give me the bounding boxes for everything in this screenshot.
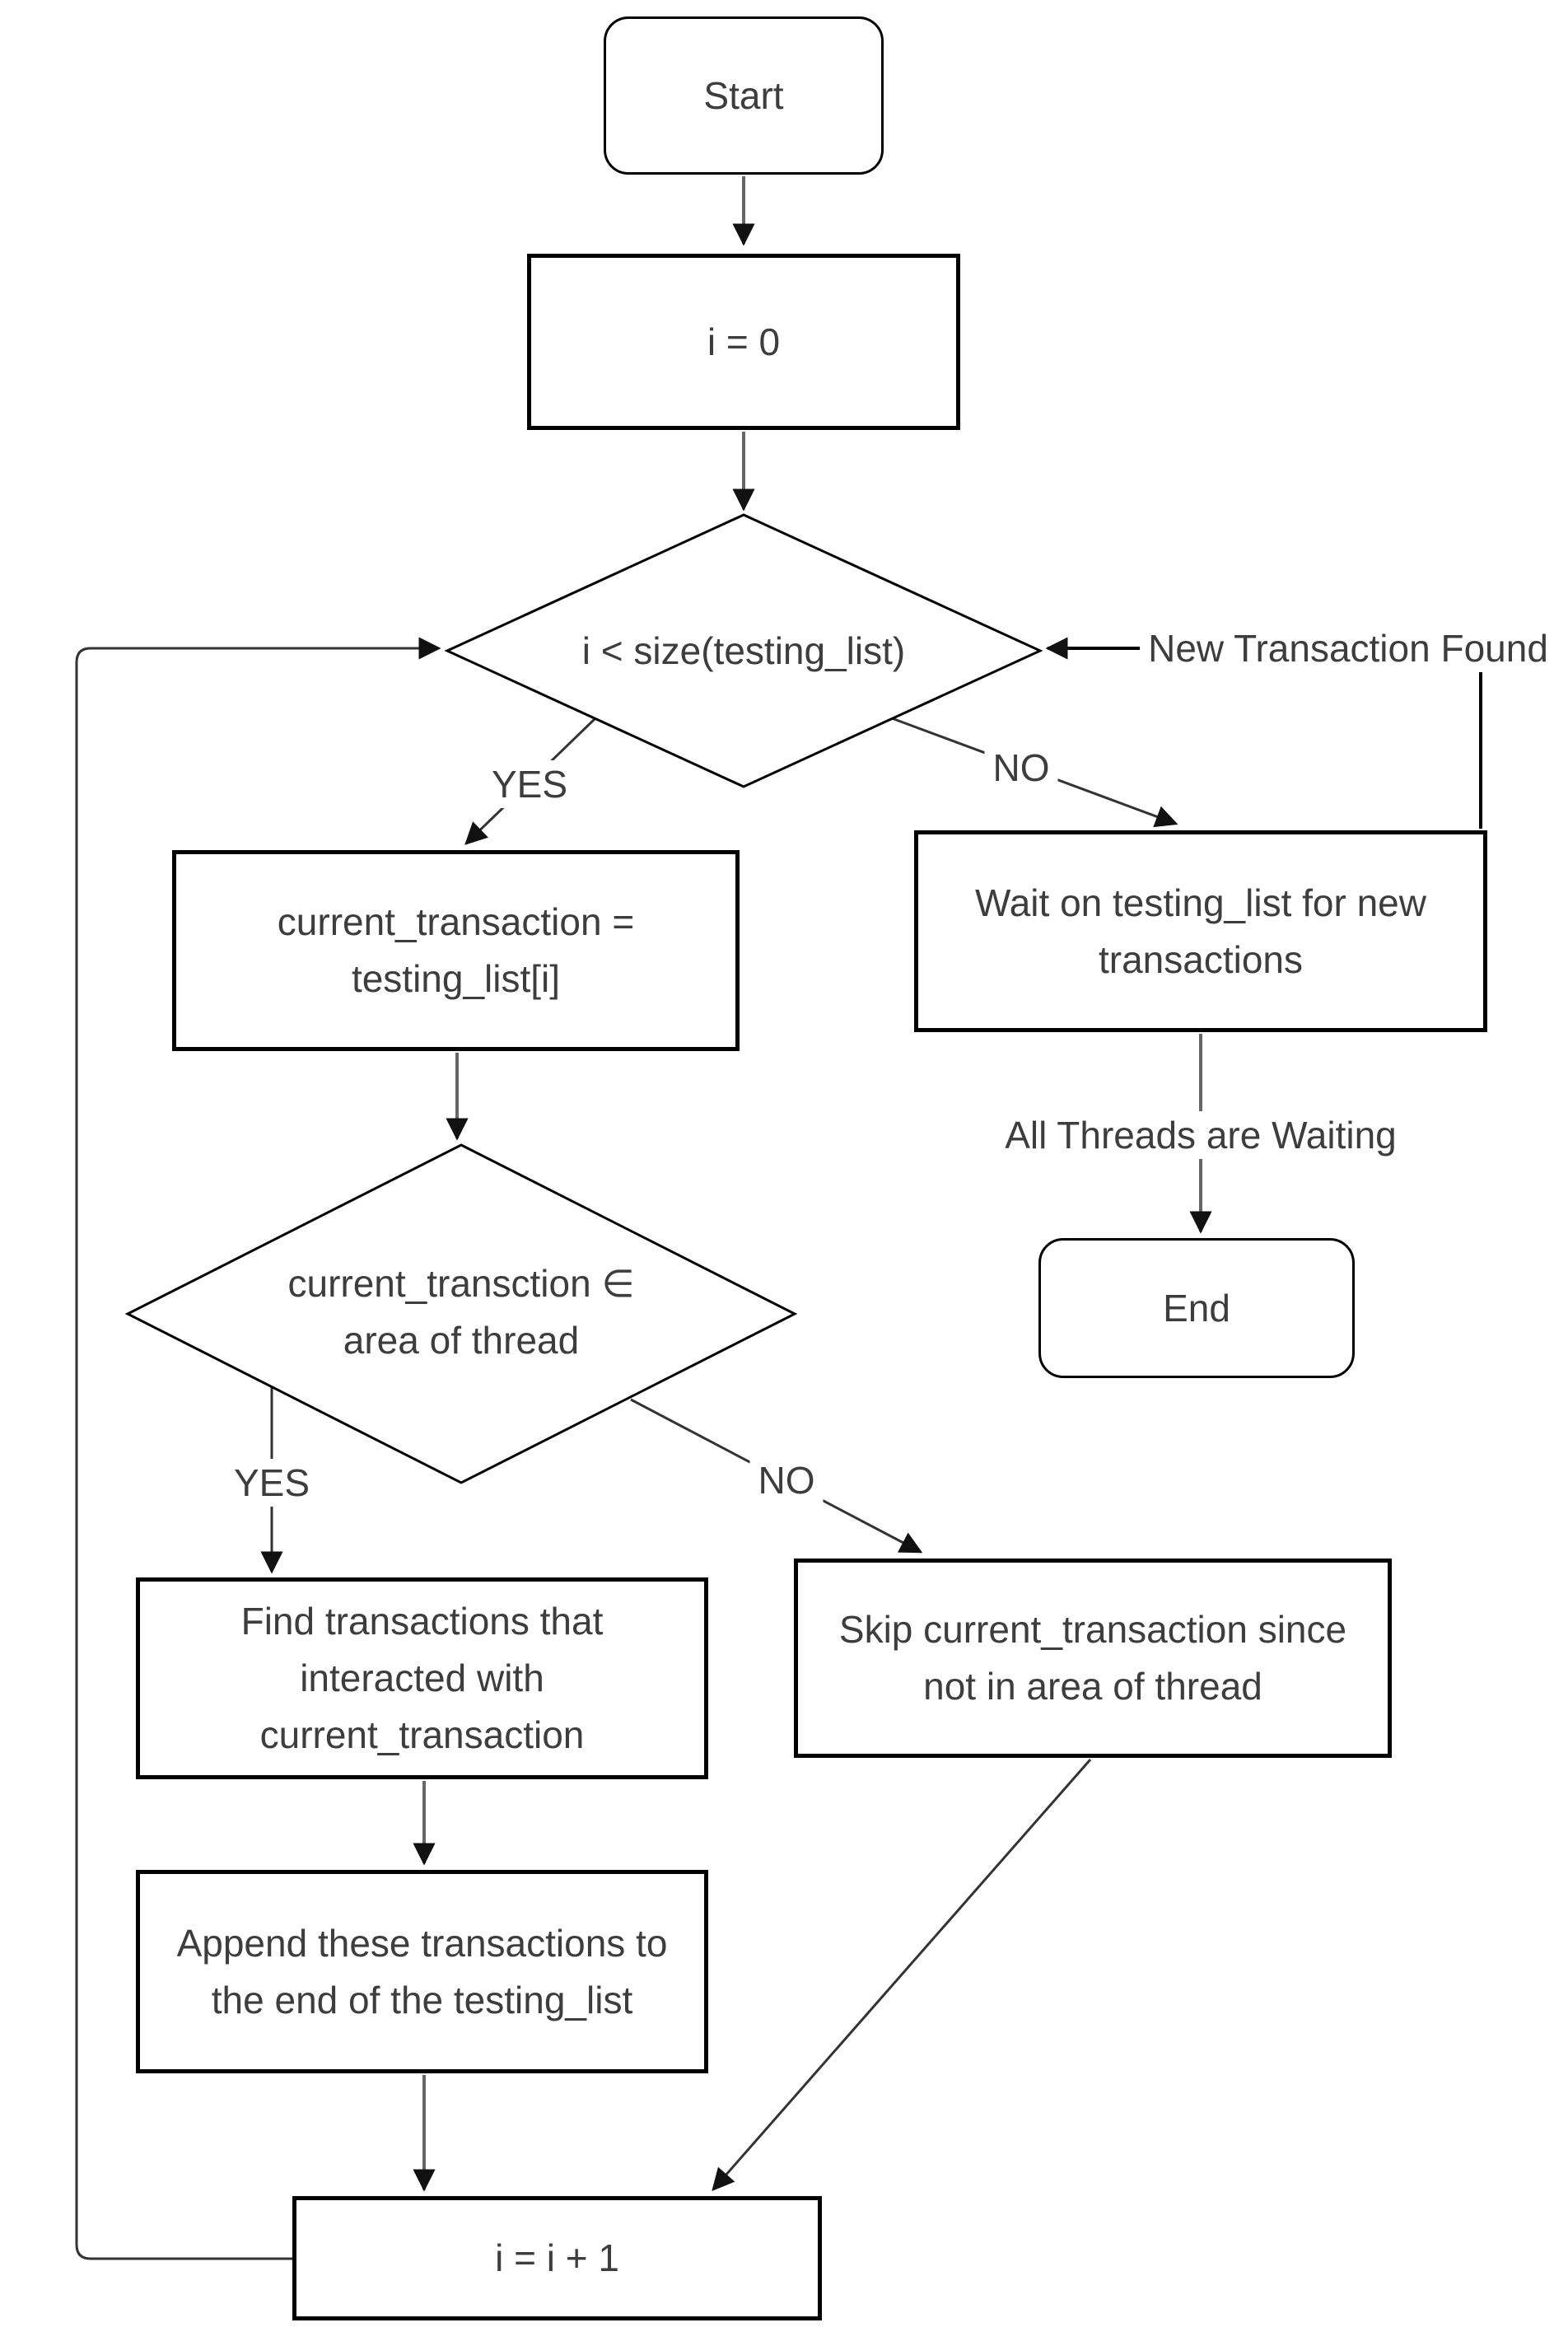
init-node: i = 0 <box>527 254 960 430</box>
start-node: Start <box>604 16 884 175</box>
current-transaction-node: current_transaction = testing_list[i] <box>172 850 740 1051</box>
loopcheck-no-label: NO <box>984 744 1058 792</box>
end-node: End <box>1038 1238 1355 1378</box>
edge-loopback <box>75 648 439 2260</box>
area-condition-diamond <box>124 1143 798 1484</box>
loopcheck-yes-label: YES <box>483 760 576 808</box>
edge-new-transaction-found <box>1048 648 1482 829</box>
new-transaction-found-label: New Transaction Found <box>1140 624 1556 672</box>
areacheck-yes-label: YES <box>225 1459 319 1507</box>
loop-condition-diamond <box>444 513 1043 788</box>
increment-node: i = i + 1 <box>292 2196 822 2320</box>
skip-transaction-node: Skip current_transaction since not in ar… <box>794 1559 1392 1758</box>
append-transactions-node: Append these transactions to the end of … <box>136 1870 708 2073</box>
edge-skip-to-increment <box>713 1759 1092 2189</box>
find-transactions-node: Find transactions that interacted with c… <box>136 1577 708 1779</box>
wait-node: Wait on testing_list for new transaction… <box>914 830 1487 1032</box>
areacheck-no-label: NO <box>749 1456 824 1504</box>
all-threads-waiting-label: All Threads are Waiting <box>996 1111 1405 1159</box>
